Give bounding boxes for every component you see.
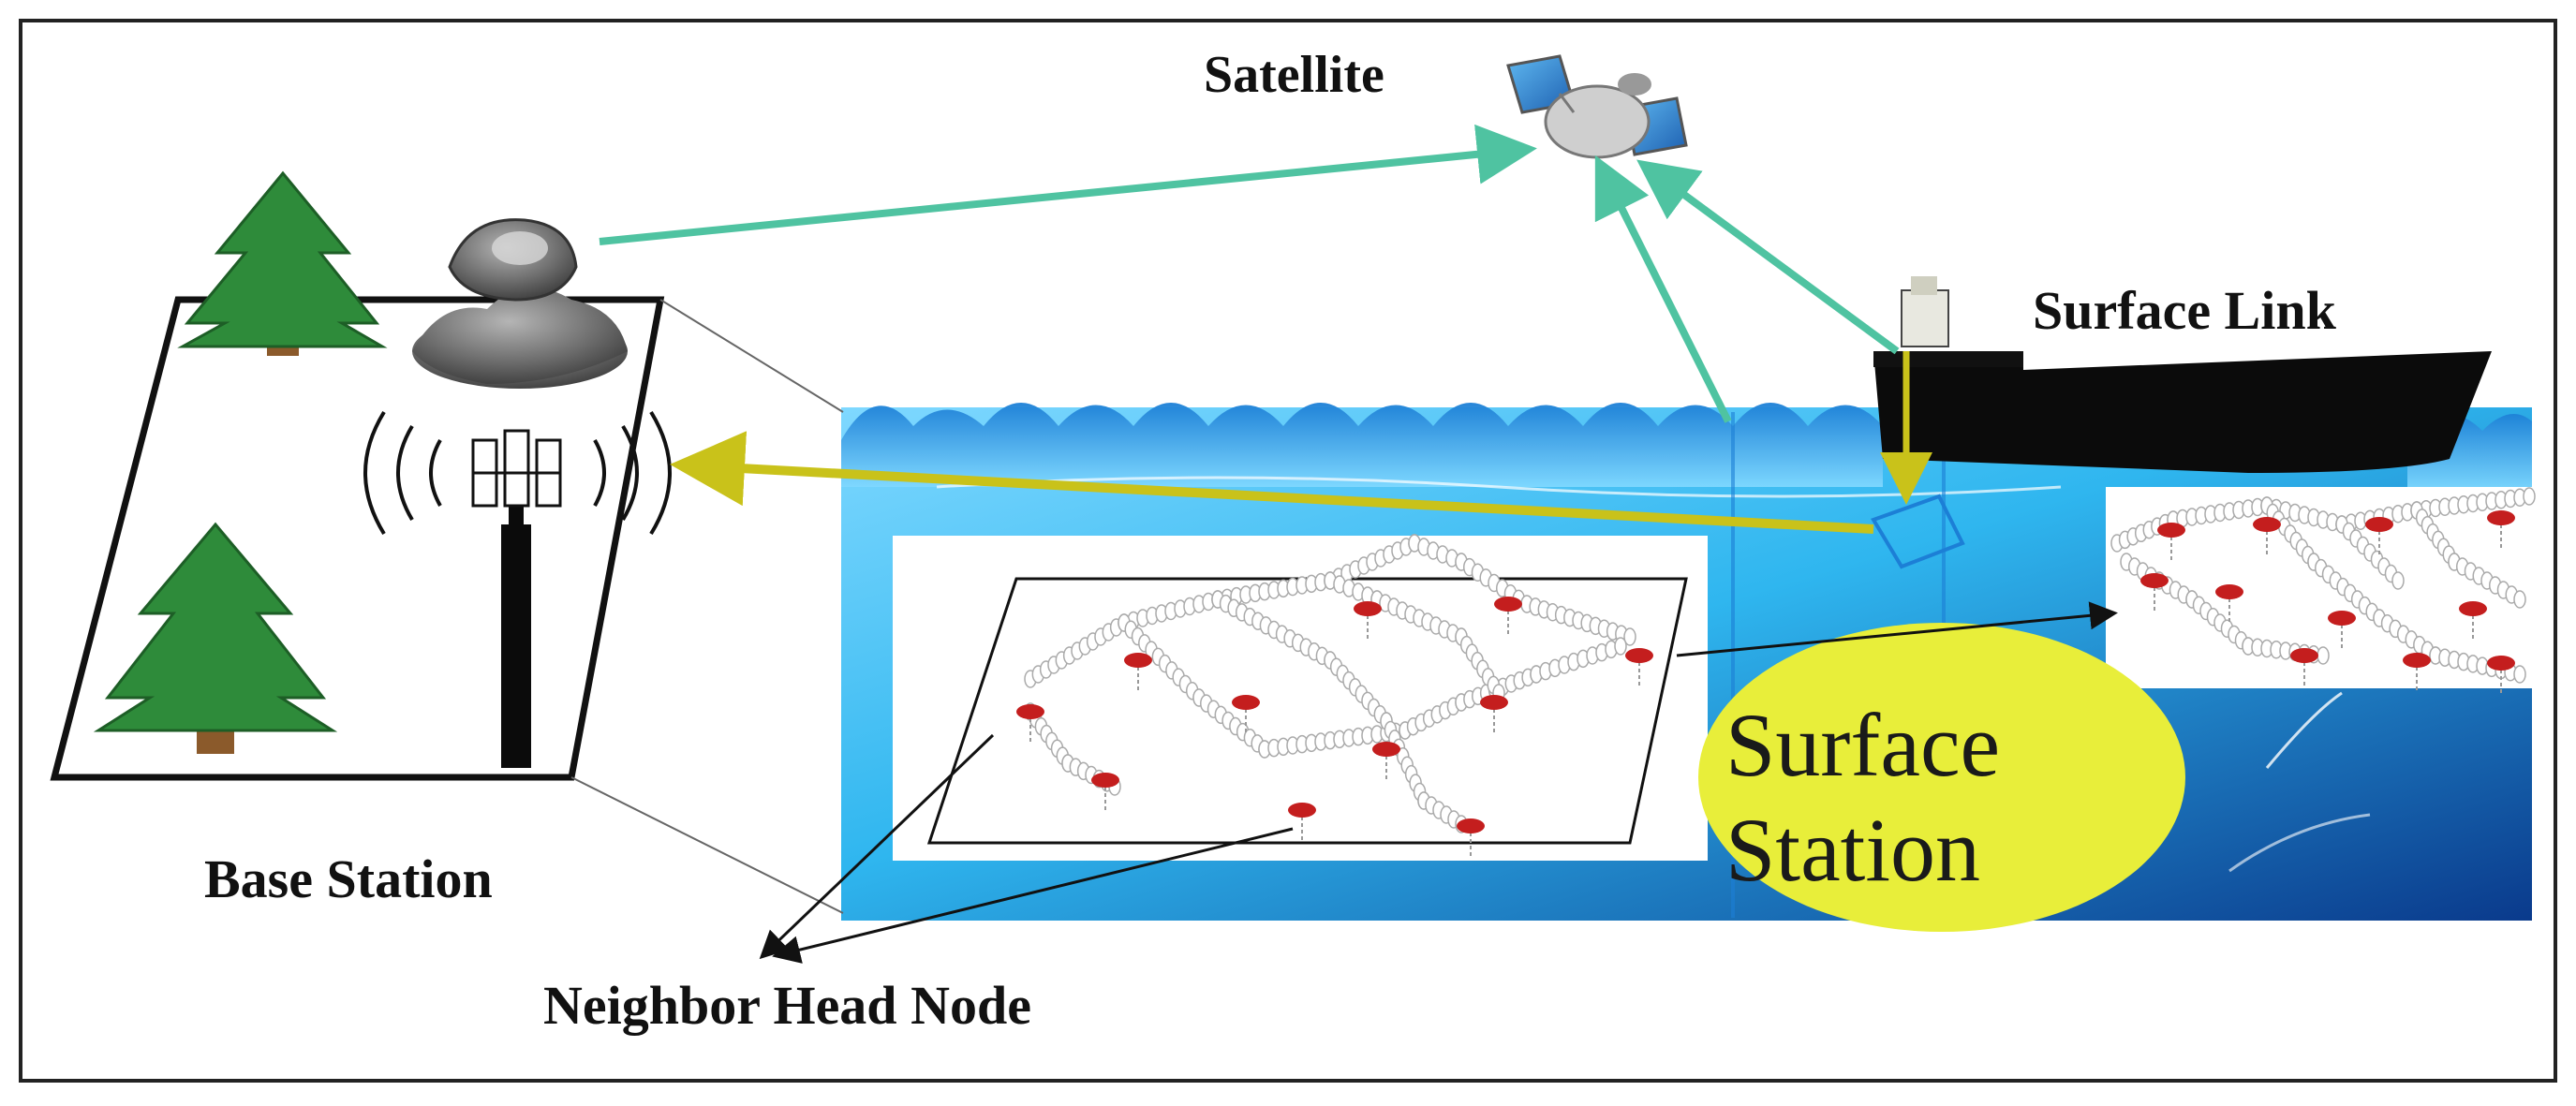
sensor-node-icon [1494, 597, 1522, 637]
sensor-node-icon [2365, 517, 2393, 557]
sensor-node-icon [2487, 656, 2515, 696]
tree-icon [177, 170, 388, 356]
rock-icon [412, 218, 628, 389]
sensor-node-icon [2140, 573, 2169, 613]
link-surface-to-base [670, 431, 1874, 534]
sensor-node-icon [1372, 742, 1400, 782]
sensor-node-icon [2215, 584, 2243, 625]
link-base-to-satellite [599, 124, 1537, 245]
sensor-node-icon [2459, 601, 2487, 641]
sensor-node-icon [1354, 601, 1382, 641]
sensor-node-icon [2487, 510, 2515, 551]
sensor-node-icon [1016, 704, 1044, 745]
satellite-icon [1506, 54, 1688, 159]
sensor-node-icon [1232, 695, 1260, 735]
link-ship-to-satellite [1636, 159, 1900, 355]
sensor-network-left [1016, 534, 1653, 859]
pointer-neighbor-2 [772, 827, 1294, 964]
waves [841, 403, 1883, 487]
tower-antenna-icon [363, 410, 672, 768]
sensor-node-icon [2403, 653, 2431, 693]
surface-station [1698, 623, 2185, 932]
surface-station-label: Surface Station [1725, 693, 2119, 903]
sensor-node-icon [1480, 695, 1508, 735]
link-buoy-to-satellite [1594, 155, 1732, 423]
base-station-label: Base Station [204, 848, 493, 909]
surface-link-label: Surface Link [2033, 280, 2336, 341]
sensor-node-icon [2290, 648, 2318, 688]
surface-station-label-line1: Surface [1725, 695, 2001, 795]
sensor-node-icon [1124, 653, 1152, 693]
pointer-neighbor-1 [759, 733, 995, 960]
sensor-node-icon [1457, 818, 1485, 859]
sensor-node-icon [2253, 517, 2281, 557]
pointer-to-right-panel [1676, 601, 2118, 657]
sensor-node-icon [1091, 773, 1119, 813]
sensor-node-icon [2157, 523, 2185, 563]
neighbor-head-node-label: Neighbor Head Node [543, 975, 1031, 1036]
ship-icon [1873, 276, 2492, 473]
figure-border [19, 19, 2557, 1083]
tree-icon [93, 522, 338, 754]
satellite-label: Satellite [1204, 46, 1384, 104]
sensor-node-icon [1625, 648, 1653, 688]
sensor-node-icon [2328, 611, 2356, 651]
surface-station-label-line2: Station [1725, 800, 1981, 900]
sensor-node-icon [1288, 803, 1316, 843]
sensor-network-right [2110, 487, 2536, 696]
